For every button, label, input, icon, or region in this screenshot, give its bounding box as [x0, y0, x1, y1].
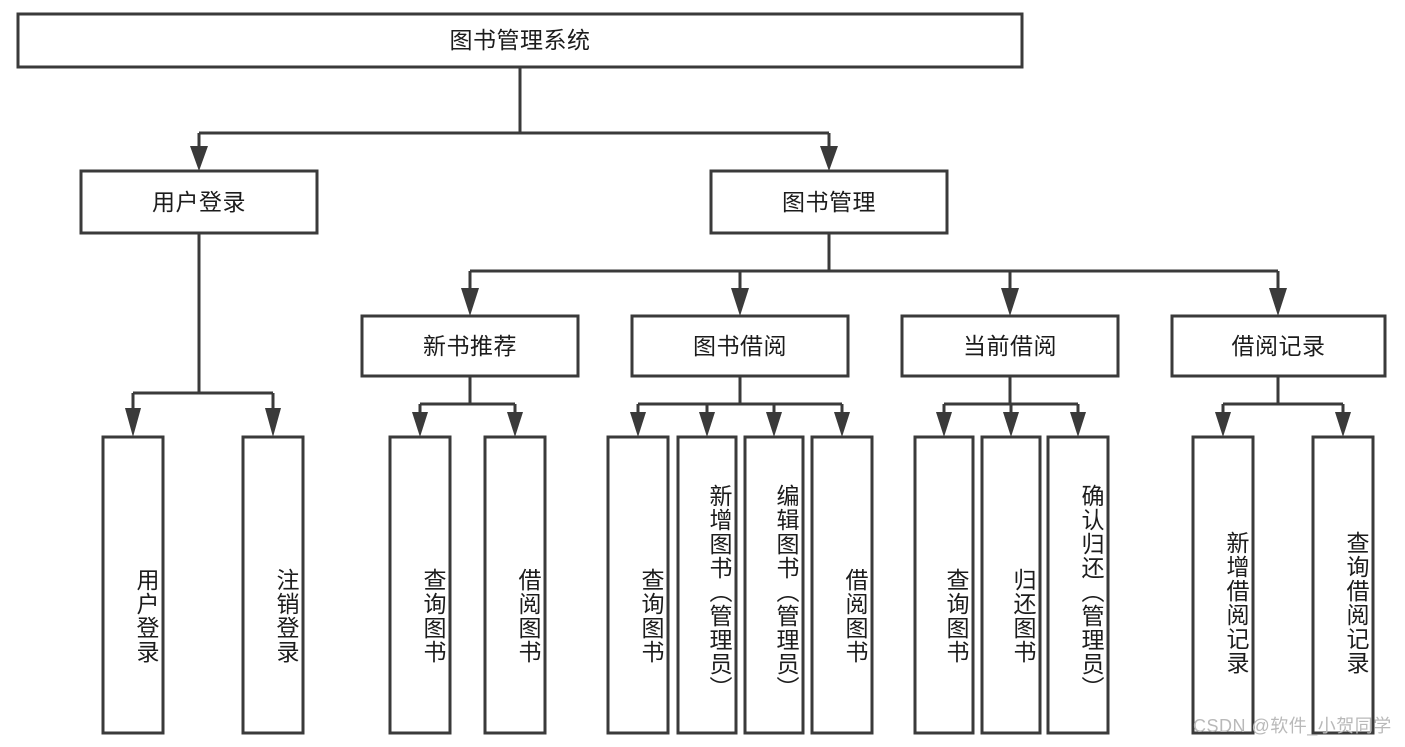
node-box-user-login[interactable] [79, 169, 319, 235]
arrow-head-icon [1335, 412, 1351, 437]
arrow-head-icon [1269, 288, 1287, 316]
arrow-head-icon [1215, 412, 1231, 437]
node-box-leaf-user-login[interactable] [101, 435, 165, 735]
connector-bookborrow-to-leaves [630, 376, 850, 437]
node-box-leaf-borrow-book[interactable] [810, 435, 874, 735]
arrow-head-icon [1001, 288, 1019, 316]
connector-root-to-level2 [190, 67, 838, 171]
connector-newbook-to-leaves [412, 376, 523, 437]
arrow-head-icon [936, 412, 952, 437]
node-box-root[interactable] [16, 12, 1024, 69]
arrow-head-icon [820, 146, 838, 171]
node-box-leaf-logout[interactable] [241, 435, 305, 735]
arrow-head-icon [834, 412, 850, 437]
arrow-head-icon [412, 412, 428, 437]
arrow-head-icon [1070, 412, 1086, 437]
node-box-leaf-borrow-book-rec[interactable] [483, 435, 547, 735]
node-box-leaf-query-record[interactable] [1311, 435, 1375, 735]
node-box-leaf-query-book-borrow[interactable] [606, 435, 670, 735]
node-box-leaf-add-record[interactable] [1191, 435, 1255, 735]
arrow-head-icon [731, 288, 749, 316]
connector-bookmgmt-to-level3 [461, 233, 1287, 316]
node-box-leaf-edit-book[interactable] [743, 435, 805, 735]
node-box-borrow-record[interactable] [1170, 314, 1387, 378]
node-box-leaf-query-book-current[interactable] [913, 435, 975, 735]
connector-currentborrow-to-leaves [936, 376, 1086, 437]
node-box-new-book-recommend[interactable] [360, 314, 580, 378]
arrow-head-icon [461, 288, 479, 316]
node-box-book-borrow[interactable] [630, 314, 850, 378]
node-box-current-borrow[interactable] [900, 314, 1120, 378]
connector-borrowrecord-to-leaves [1215, 376, 1351, 437]
node-box-leaf-confirm-return[interactable] [1046, 435, 1110, 735]
arrow-head-icon [699, 412, 715, 437]
arrow-head-icon [507, 412, 523, 437]
node-box-book-management[interactable] [709, 169, 949, 235]
arrow-head-icon [766, 412, 782, 437]
node-box-leaf-return-book[interactable] [980, 435, 1042, 735]
arrow-head-icon [630, 412, 646, 437]
arrow-head-icon [190, 146, 208, 171]
node-box-leaf-add-book[interactable] [676, 435, 738, 735]
connector-userlogin-to-leaves [125, 233, 281, 437]
arrow-head-icon [125, 408, 141, 437]
node-box-leaf-query-book-rec[interactable] [388, 435, 452, 735]
arrow-head-icon [265, 408, 281, 437]
arrow-head-icon [1003, 412, 1019, 437]
